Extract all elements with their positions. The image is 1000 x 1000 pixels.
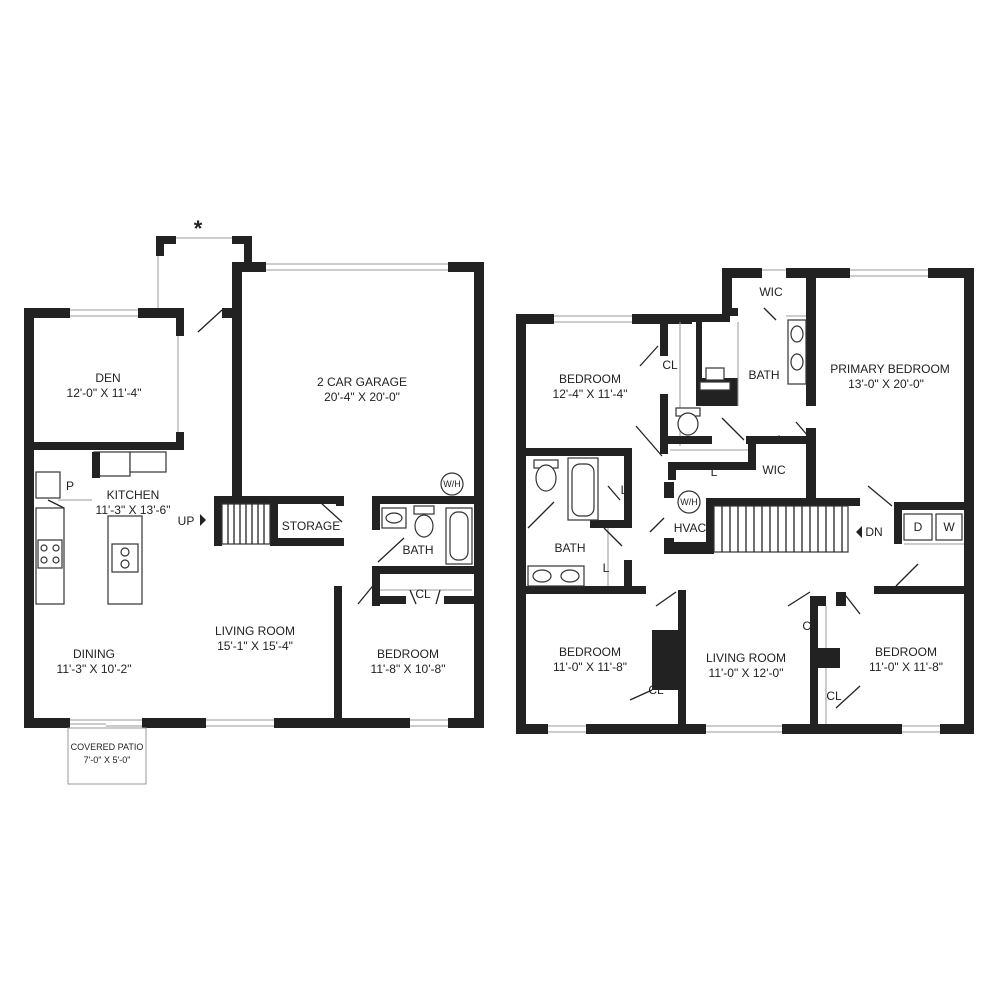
floor1-interior-walls (24, 318, 482, 718)
bedroom-nw-label: BEDROOM (559, 372, 621, 386)
hall-bath-label: BATH (554, 541, 585, 555)
closet-sw-label: CL (648, 683, 664, 697)
storage-label: STORAGE (282, 519, 340, 533)
wic-mid-label: WIC (762, 463, 786, 477)
floor2-doors (527, 307, 919, 709)
floor2-living-label: LIVING ROOM (706, 651, 786, 665)
garage-label: 2 CAR GARAGE (317, 375, 407, 389)
kitchen-fixtures (35, 451, 167, 605)
floor1-bath-label: BATH (402, 543, 433, 557)
first-floor: * (24, 216, 484, 785)
stairs-down-label: DN (865, 525, 882, 539)
floor2-water-heater-label: W/H (680, 497, 698, 507)
pantry-label: P (66, 479, 74, 493)
closet-se-bottom-label: CL (826, 689, 842, 703)
wic-top-label: WIC (759, 285, 783, 299)
water-heater-icon (440, 472, 464, 496)
dryer (903, 513, 933, 541)
entry-bumpout (156, 236, 252, 308)
den-dims: 12'-0" X 11'-4" (67, 386, 142, 400)
garage-dims: 20'-4" X 20'-0" (324, 390, 400, 404)
floor1-bath-fixtures (381, 505, 473, 565)
floor1-bedroom-label: BEDROOM (377, 647, 439, 661)
kitchen-label: KITCHEN (107, 488, 160, 502)
floor2-stairs (713, 505, 862, 553)
washer (935, 513, 963, 541)
entry-marker: * (194, 216, 203, 241)
den-label: DEN (95, 371, 120, 385)
closet-nw-label: CL (662, 358, 678, 372)
second-floor: W/H D W BEDROOM 12'- (516, 268, 974, 734)
floor1-stairs (200, 503, 271, 545)
bedroom-se-dims: 11'-0" X 11'-8" (869, 660, 943, 674)
primary-bath-label: BATH (748, 368, 779, 382)
floor1-doors (47, 309, 441, 605)
floor2-water-heater-icon (677, 490, 701, 514)
washer-label: W (943, 520, 955, 534)
patio-label: COVERED PATIO (71, 742, 144, 752)
bedroom-sw-dims: 11'-0" X 11'-8" (553, 660, 627, 674)
linen-c-label: L (603, 561, 610, 575)
hvac-label: HVAC (674, 521, 707, 535)
floor1-bedroom-dims: 11'-8" X 10'-8" (371, 662, 446, 676)
bedroom-se-label: BEDROOM (875, 645, 937, 659)
hall-bath-fixtures (527, 407, 701, 587)
linen-b-label: L (621, 483, 628, 497)
closet-se-top-label: CL (802, 619, 818, 633)
primary-bedroom-label: PRIMARY BEDROOM (830, 362, 950, 376)
floor1-closet-label: CL (415, 587, 431, 601)
floor2-interior-walls (526, 278, 974, 724)
covered-patio (67, 727, 147, 785)
garage-water-heater-label: W/H (443, 479, 461, 489)
primary-bath-fixtures (699, 319, 807, 391)
dining-label: DINING (73, 647, 115, 661)
kitchen-dims: 11'-3" X 13'-6" (96, 503, 171, 517)
floor1-living-label: LIVING ROOM (215, 624, 295, 638)
bedroom-nw-dims: 12'-4" X 11'-4" (553, 387, 628, 401)
stairs-up-label: UP (178, 514, 195, 528)
floor1-living-dims: 15'-1" X 15'-4" (217, 639, 293, 653)
patio-dims: 7'-0" X 5'-0" (84, 755, 131, 765)
floor2-living-dims: 11'-0" X 12'-0" (709, 666, 784, 680)
dining-dims: 11'-3" X 10'-2" (57, 662, 132, 676)
floor2-exterior-walls (516, 268, 974, 734)
bedroom-sw-label: BEDROOM (559, 645, 621, 659)
primary-bedroom-dims: 13'-0" X 20'-0" (848, 377, 924, 391)
linen-a-label: L (711, 465, 718, 479)
dryer-label: D (914, 520, 923, 534)
